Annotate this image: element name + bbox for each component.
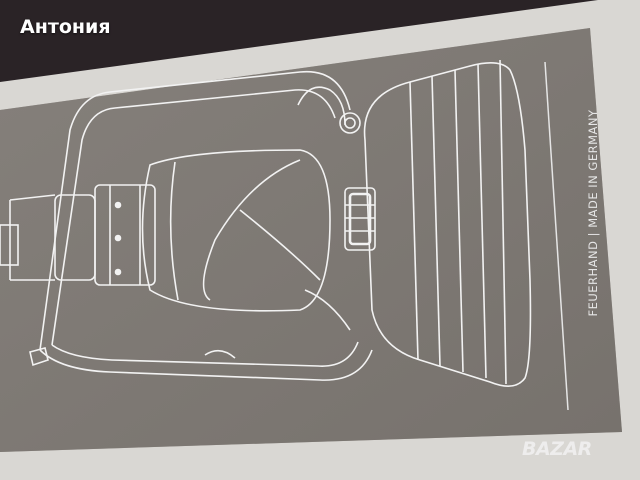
lantern-line-art — [0, 59, 532, 387]
bazar-watermark: BAZAR — [522, 438, 592, 460]
uploader-name: Антония — [20, 16, 111, 38]
print-rule-line — [544, 61, 569, 411]
box-print-text: FEUERHAND | MADE IN GERMANY — [586, 109, 600, 317]
